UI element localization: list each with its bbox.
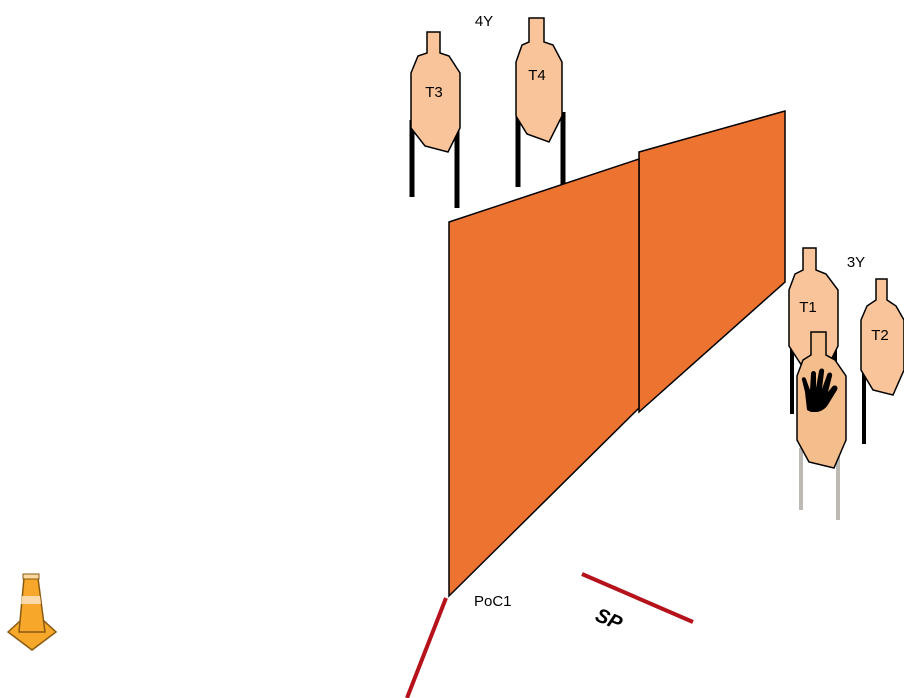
start-position-label: SP: [592, 604, 626, 635]
traffic-cone-icon: [6, 573, 58, 651]
target-t4: T4: [515, 17, 566, 190]
target-t3: T3: [409, 31, 461, 208]
start-position-line: [581, 572, 694, 624]
wall: [448, 110, 786, 598]
distance-label-4y: 4Y: [475, 13, 493, 30]
wall-panel-left: [448, 157, 640, 598]
wall-panel-right: [638, 110, 786, 414]
target-t4-silhouette: [515, 17, 563, 143]
target-t2-silhouette: [860, 278, 904, 396]
poc-label: PoC1: [474, 593, 512, 610]
target-t2: T2: [860, 278, 904, 444]
distance-label-3y: 3Y: [847, 254, 865, 271]
target-t2-label: T2: [871, 327, 889, 344]
hand-icon: [801, 368, 838, 412]
target-t3-silhouette: [410, 31, 461, 153]
no-shoot-target: [796, 331, 847, 520]
target-t4-label: T4: [528, 67, 546, 84]
fault-line: [405, 597, 448, 698]
target-t3-label: T3: [425, 84, 443, 101]
target-t1-label: T1: [799, 299, 817, 316]
